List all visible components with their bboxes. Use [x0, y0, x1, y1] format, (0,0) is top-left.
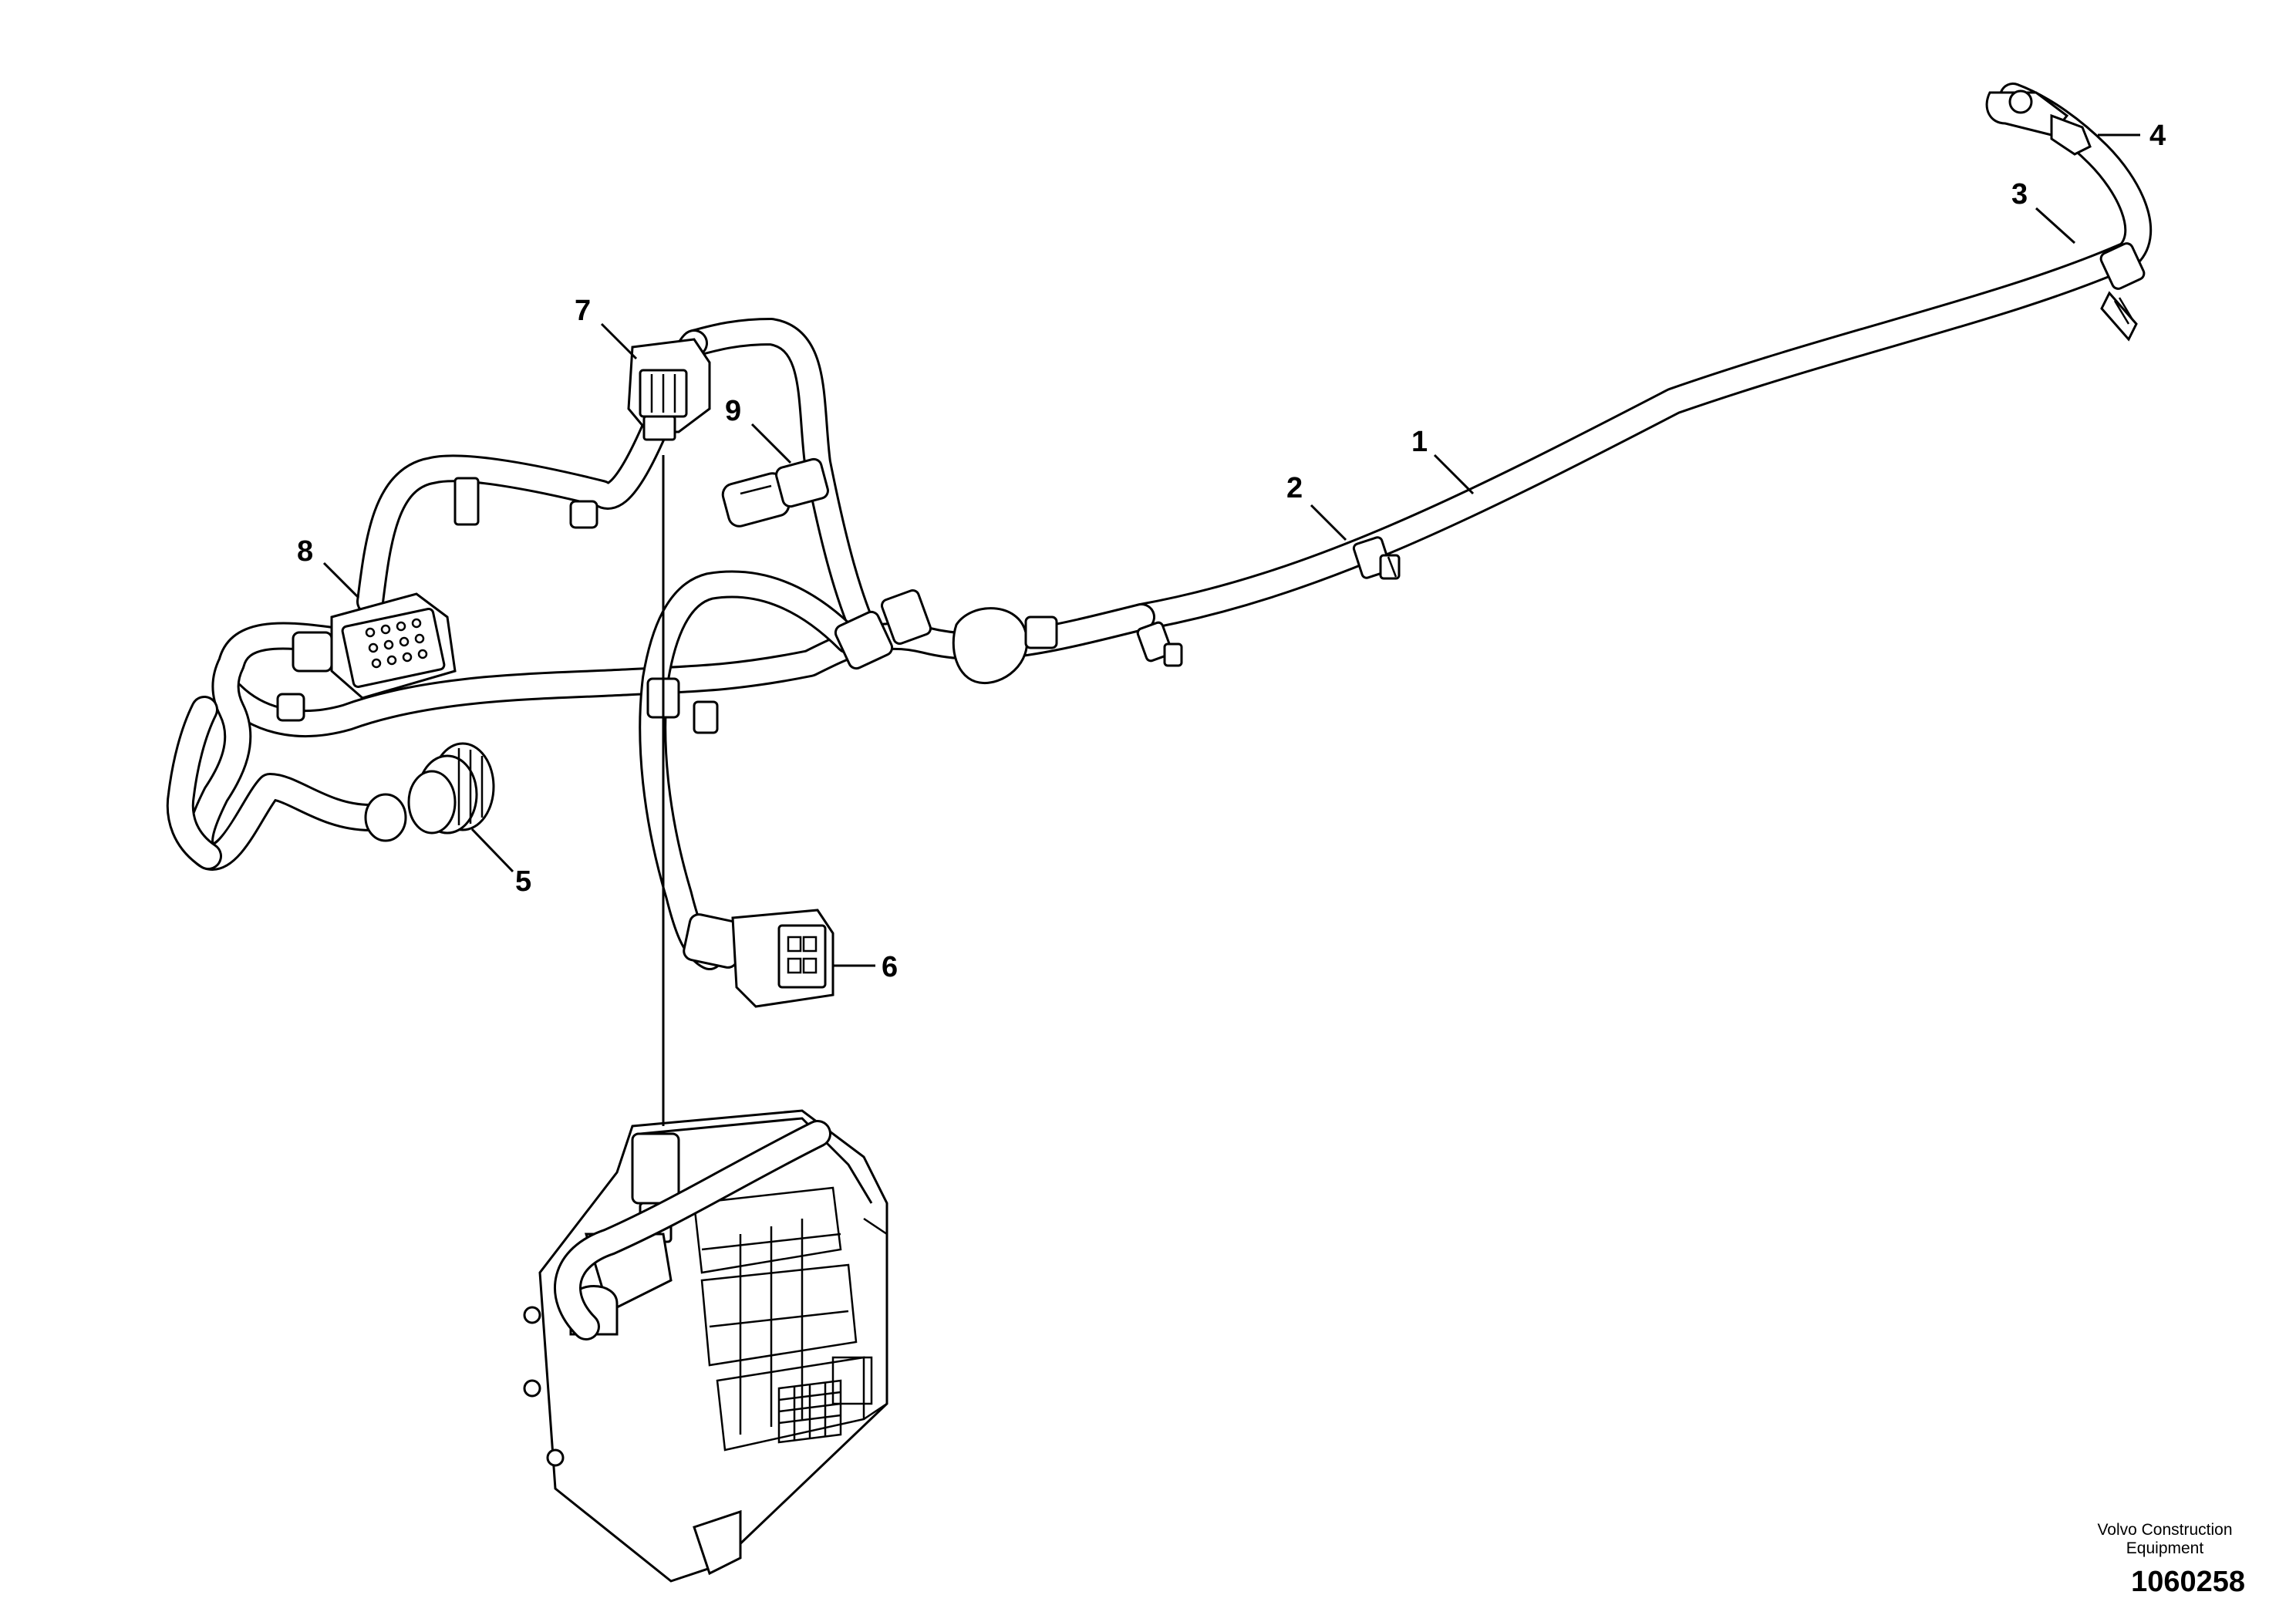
connector-item-8: [292, 592, 457, 700]
connector-item-9: [721, 457, 829, 528]
callout-9: 9: [725, 395, 792, 464]
callout-9-label: 9: [725, 395, 741, 427]
clip-left-stud: [276, 693, 305, 722]
callout-8: 8: [297, 535, 360, 599]
callout-5: 5: [470, 828, 531, 898]
connector-item-5: [364, 742, 495, 842]
callout-1-label: 1: [1411, 426, 1428, 458]
callout-2: 2: [1286, 472, 1347, 541]
clip-item-2: [1352, 536, 1401, 580]
publisher-credit-line2: Equipment: [2126, 1539, 2204, 1557]
callout-3: 3: [2011, 178, 2076, 244]
harness-cable-upper-loop: [680, 318, 885, 662]
callout-7-label: 7: [575, 295, 591, 327]
callout-6: 6: [833, 951, 898, 983]
grommet-item-3: [2099, 242, 2146, 342]
callout-6-label: 6: [882, 951, 898, 983]
connector-item-6: [683, 909, 834, 1008]
callout-1: 1: [1411, 426, 1475, 495]
clip-top-left-tab: [453, 477, 480, 526]
publisher-credit-line1: Volvo Construction: [2097, 1521, 2233, 1539]
callout-3-label: 3: [2011, 178, 2028, 211]
callout-4: 4: [2098, 120, 2166, 152]
callout-4-label: 4: [2149, 120, 2166, 152]
callout-2-label: 2: [1286, 472, 1303, 504]
publisher-credit: Volvo Construction Equipment: [2072, 1521, 2257, 1558]
callout-5-label: 5: [515, 865, 531, 898]
harness-cable-left-loop: [186, 622, 384, 871]
clip-main-cable-end: [1136, 621, 1183, 667]
harness-cable-mid-loop: [639, 570, 862, 970]
callout-8-label: 8: [297, 535, 313, 568]
clip-center-2: [834, 589, 932, 670]
callout-7: 7: [575, 295, 638, 360]
clip-top-stud: [569, 500, 598, 529]
clip-center-3: [952, 607, 1058, 685]
harness-cable-left-tail: [166, 696, 222, 870]
terminal-item-4: [1985, 89, 2092, 156]
control-unit-pin-grid: [777, 1379, 842, 1444]
connector-item-7: [627, 338, 711, 441]
control-unit-pipe: [554, 1120, 831, 1340]
document-number: 1060258: [2131, 1566, 2245, 1598]
harness-cable-main: [1128, 241, 2143, 631]
